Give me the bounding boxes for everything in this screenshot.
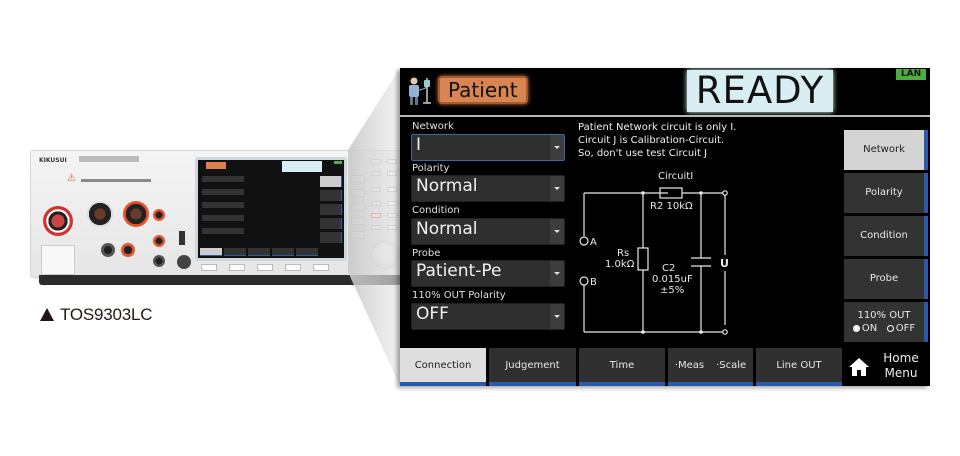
svg-text:±5%: ±5%: [660, 285, 684, 296]
circuit-diagram: CircuitI R2 10kΩ Rs 1.0kΩ C2 0.015uF ±5%…: [579, 171, 729, 335]
tab-time[interactable]: Time: [579, 348, 665, 386]
device-base: [39, 275, 401, 285]
instrument-photo: KIKUSUI ⚠: [30, 150, 402, 285]
chevron-down-icon: [550, 304, 564, 329]
tab-judgement[interactable]: Judgement: [489, 348, 576, 386]
panel-strip: [81, 179, 151, 182]
lan-badge: LAN: [896, 69, 926, 80]
terminal-col-1: [153, 209, 165, 221]
chevron-down-icon: [550, 176, 564, 201]
side-button-polarity[interactable]: Polarity: [844, 173, 928, 213]
polarity-select[interactable]: Normal: [411, 175, 565, 202]
header-divider: [400, 115, 930, 117]
instrument-display: Patient READY LAN Network I Polarity Nor…: [400, 68, 930, 386]
network-select[interactable]: I: [411, 134, 565, 161]
status-display: READY: [687, 70, 833, 112]
display-header: Patient READY LAN: [400, 68, 930, 114]
radio-off-icon: [886, 324, 894, 332]
terminal-black: [87, 201, 113, 227]
svg-text:1.0kΩ: 1.0kΩ: [605, 259, 635, 270]
usb-port: [179, 231, 185, 245]
brand-label: KIKUSUI: [39, 157, 67, 164]
warning-icon: ⚠: [67, 173, 76, 184]
model-plate: [79, 156, 139, 162]
terminal-small-black: [101, 243, 115, 257]
condition-select[interactable]: Normal: [411, 218, 565, 245]
polarity-label: Polarity: [412, 163, 450, 174]
terminal-small-orange: [121, 243, 135, 257]
tab-line-out[interactable]: Line OUT: [756, 348, 842, 386]
device-screen-thumbnail: [195, 157, 347, 261]
probe-label: Probe: [412, 248, 441, 259]
side-button-condition[interactable]: Condition: [844, 216, 928, 256]
chevron-down-icon: [550, 261, 564, 286]
chevron-down-icon: [550, 135, 564, 160]
side-button-probe[interactable]: Probe: [844, 259, 928, 299]
svg-text:Rs: Rs: [617, 248, 629, 259]
info-note: Patient Network circuit is only I. Circu…: [578, 122, 737, 159]
radio-on-icon: [852, 324, 860, 332]
home-icon: [849, 358, 869, 376]
rotary-knob: [371, 241, 399, 269]
home-menu-button[interactable]: Home Menu: [844, 348, 930, 386]
model-caption: TOS9303LC: [40, 305, 153, 325]
svg-text:R2 10kΩ: R2 10kΩ: [650, 201, 693, 212]
tab-meas-scale[interactable]: ·Meas·Scale: [668, 348, 753, 386]
svg-text:C2: C2: [662, 263, 675, 274]
terminal-orange: [123, 201, 149, 227]
svg-text:0.015uF: 0.015uF: [652, 274, 693, 285]
power-outlet: [41, 245, 75, 275]
network-label: Network: [412, 121, 454, 132]
tab-connection[interactable]: Connection: [400, 348, 486, 386]
triangle-icon: [40, 308, 54, 321]
svg-text:U: U: [720, 257, 729, 270]
connector: [177, 255, 191, 269]
svg-text:CircuitI: CircuitI: [658, 171, 693, 182]
high-voltage-terminal: [43, 206, 73, 236]
terminal-col-3: [153, 255, 165, 267]
probe-select[interactable]: Patient-Pe: [411, 260, 565, 287]
mode-tag: Patient: [438, 76, 528, 104]
condition-label: Condition: [412, 205, 460, 216]
svg-text:A: A: [590, 237, 597, 248]
svg-text:B: B: [590, 277, 597, 288]
chevron-down-icon: [550, 219, 564, 244]
out110-polarity-label: 110% OUT Polarity: [412, 290, 506, 301]
terminal-col-2: [153, 235, 165, 247]
patient-iv-icon: [409, 77, 431, 105]
side-button-110-out[interactable]: 110% OUT ON OFF: [844, 302, 928, 342]
side-button-network[interactable]: Network: [844, 130, 928, 170]
out110-polarity-select[interactable]: OFF: [411, 303, 565, 330]
soft-keys: [199, 264, 349, 272]
